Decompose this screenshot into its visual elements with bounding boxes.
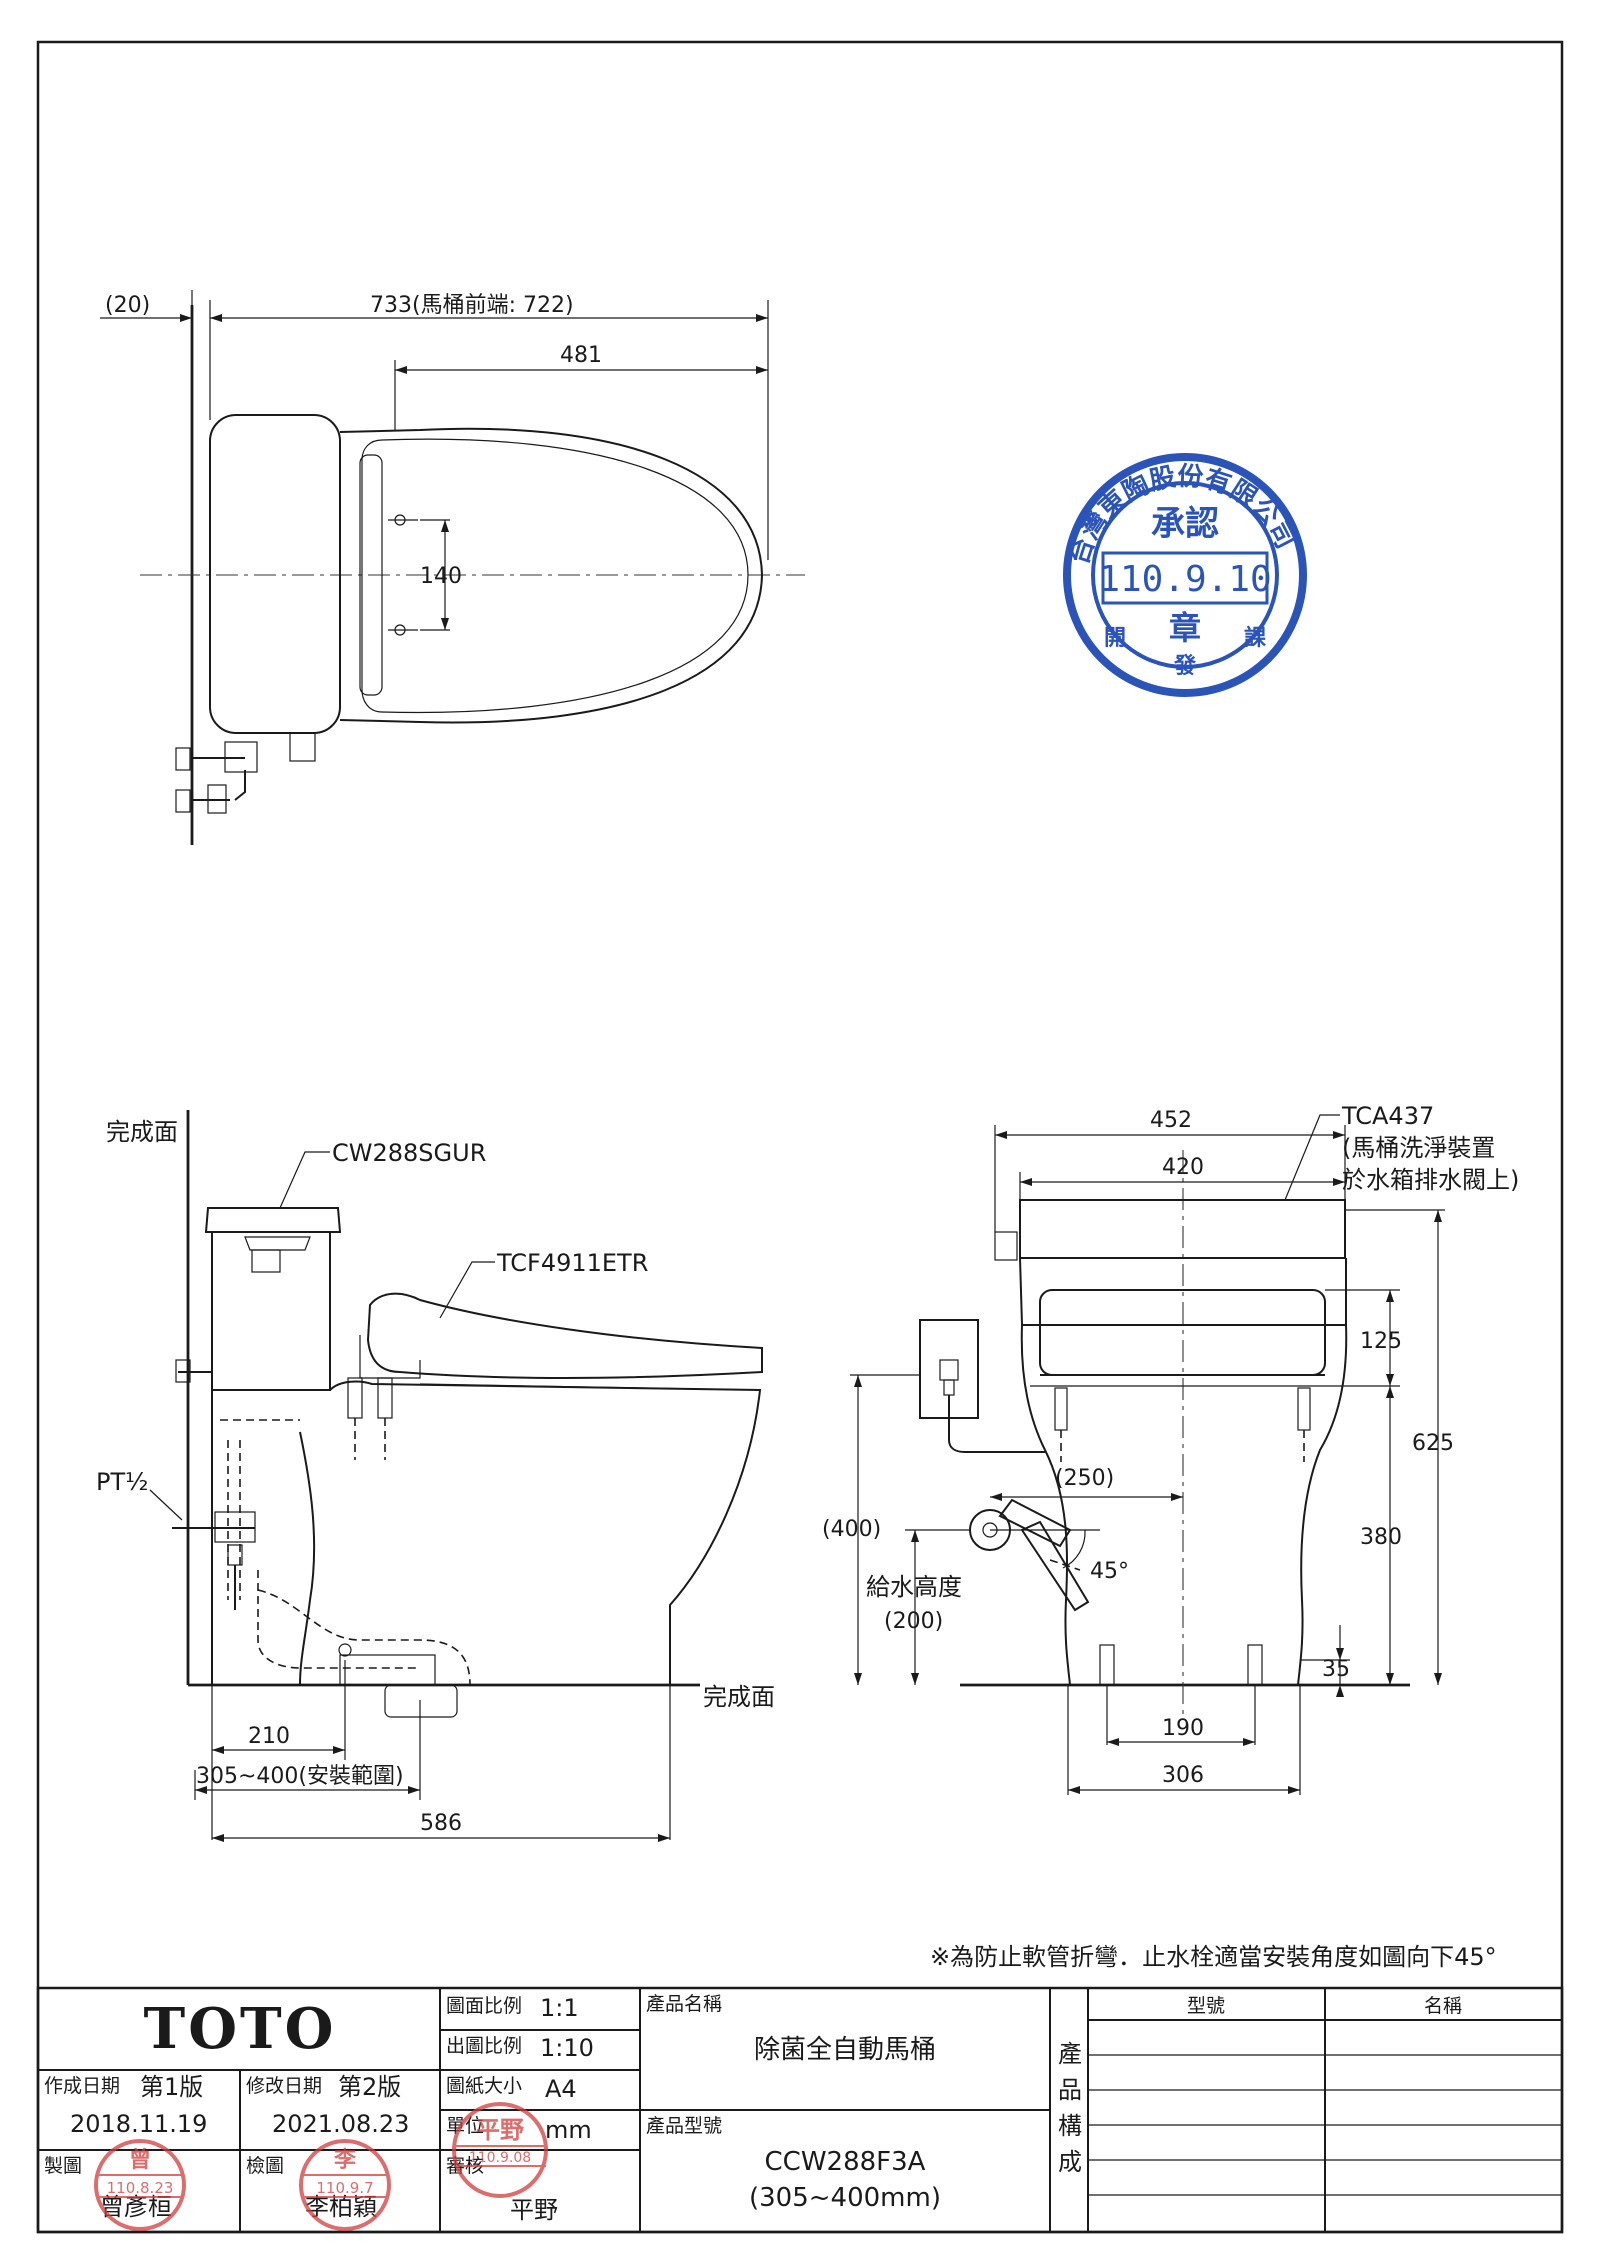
- seat-inner-top: [361, 438, 749, 714]
- svg-text:產: 產: [1058, 2040, 1082, 2068]
- svg-text:修改日期: 修改日期: [246, 2075, 322, 2097]
- svg-text:110.9.08: 110.9.08: [469, 2150, 531, 2166]
- installation-note: ※為防止軟管折彎．止水栓適當安裝角度如圖向下45°: [930, 1943, 1497, 1971]
- svg-text:檢圖: 檢圖: [246, 2155, 284, 2177]
- seat-outline-top: [339, 427, 764, 724]
- svg-text:製圖: 製圖: [44, 2155, 82, 2177]
- label-tank-model: CW288SGUR: [332, 1139, 486, 1167]
- svg-text:第2版: 第2版: [338, 2073, 401, 2101]
- dim-400: (400): [822, 1517, 881, 1542]
- svg-text:(305~400mm): (305~400mm): [749, 2183, 941, 2213]
- front-view: 45° TCA437 (馬桶洗淨裝置 於水箱排水閥上) 452 420 125 …: [822, 1102, 1519, 1795]
- svg-text:構: 構: [1058, 2112, 1082, 2140]
- svg-text:110.9.7: 110.9.7: [316, 2179, 373, 2197]
- dim-range: 305~400(安裝範圍): [196, 1764, 404, 1789]
- svg-text:第1版: 第1版: [140, 2073, 203, 2101]
- svg-text:產品型號: 產品型號: [646, 2115, 722, 2137]
- svg-text:2021.08.23: 2021.08.23: [272, 2110, 409, 2138]
- dim-420: 420: [1162, 1155, 1204, 1180]
- svg-text:圖面比例: 圖面比例: [446, 1995, 522, 2017]
- svg-text:作成日期: 作成日期: [44, 2075, 120, 2097]
- svg-text:110.8.23: 110.8.23: [107, 2179, 174, 2197]
- svg-text:2018.11.19: 2018.11.19: [70, 2110, 207, 2138]
- front-tank: [1019, 1199, 1346, 1259]
- svg-text:平野: 平野: [510, 2196, 558, 2224]
- svg-text:出圖比例: 出圖比例: [446, 2035, 522, 2057]
- svg-text:單位: 單位: [446, 2115, 484, 2137]
- dim-35: 35: [1322, 1657, 1350, 1682]
- svg-text:開: 開: [1104, 626, 1126, 651]
- svg-text:1:10: 1:10: [540, 2034, 594, 2062]
- side-bowl: [211, 1380, 762, 1685]
- red-stamp-check: 李 110.9.7: [299, 2139, 391, 2231]
- dim-190: 190: [1162, 1716, 1204, 1741]
- dim-586: 586: [420, 1811, 462, 1836]
- dim-140: 140: [420, 564, 462, 589]
- approval-stamp: 台灣東陶股份有限公司 承認 110.9.10 章 發 開 課: [1063, 453, 1307, 697]
- side-seat: [366, 1292, 763, 1379]
- dim-380: 380: [1360, 1525, 1402, 1550]
- svg-text:發: 發: [1173, 654, 1196, 679]
- svg-text:名稱: 名稱: [1424, 1995, 1462, 2017]
- svg-text:產品名稱: 產品名稱: [646, 1993, 722, 2015]
- dim-250: (250): [1055, 1466, 1114, 1491]
- side-tank: [204, 1207, 342, 1391]
- svg-text:CCW288F3A: CCW288F3A: [765, 2147, 926, 2177]
- dim-481: 481: [560, 343, 602, 368]
- label-tca: TCA437: [1341, 1102, 1434, 1130]
- svg-text:成: 成: [1058, 2148, 1082, 2176]
- svg-text:1:1: 1:1: [540, 1994, 579, 2022]
- svg-text:曾: 曾: [129, 2147, 151, 2173]
- dim-20: (20): [105, 293, 150, 318]
- label-floor-top: 完成面: [106, 1118, 178, 1146]
- stamp-approve: 承認: [1151, 504, 1219, 544]
- label-seat-model: TCF4911ETR: [496, 1249, 648, 1277]
- svg-text:李: 李: [333, 2148, 357, 2173]
- title-block: TOTO 作成日期 第1版 2018.11.19 修改日期 第2版 2021.0…: [36, 1986, 1564, 2234]
- dim-306: 306: [1162, 1763, 1204, 1788]
- stamp-date: 110.9.10: [1098, 559, 1271, 600]
- label-tca-note2: 於水箱排水閥上): [1342, 1166, 1519, 1194]
- dim-200: (200): [884, 1609, 943, 1634]
- red-stamp-drawn: 曾 110.8.23: [94, 2139, 186, 2231]
- toto-logo: TOTO: [144, 1996, 337, 2062]
- dim-733: 733(馬桶前端: 722): [370, 293, 574, 318]
- dim-125: 125: [1360, 1329, 1402, 1354]
- svg-text:除菌全自動馬桶: 除菌全自動馬桶: [754, 2035, 936, 2065]
- label-floor-bottom: 完成面: [703, 1683, 775, 1711]
- side-view: 完成面 完成面 CW288SGUR TCF4911ETR: [96, 1110, 775, 1842]
- svg-text:品: 品: [1058, 2076, 1082, 2104]
- dim-452: 452: [1150, 1108, 1192, 1133]
- svg-text:課: 課: [1244, 625, 1267, 651]
- red-stamp-review: 平野 110.9.08: [452, 2102, 548, 2198]
- dim-45: 45°: [1090, 1559, 1129, 1584]
- label-pt: PT½: [96, 1468, 148, 1496]
- label-tca-note1: (馬桶洗淨裝置: [1342, 1134, 1495, 1162]
- front-bowl: [1020, 1324, 1348, 1686]
- svg-text:平野: 平野: [476, 2116, 524, 2144]
- stamp-seal: 章: [1169, 609, 1201, 647]
- label-supply-height: 給水高度: [866, 1573, 962, 1601]
- tank-top: [209, 414, 341, 734]
- top-view: (20) 733(馬桶前端: 722) 481 140: [100, 290, 805, 845]
- svg-text:A4: A4: [545, 2075, 577, 2103]
- svg-text:mm: mm: [545, 2116, 592, 2144]
- dim-625: 625: [1412, 1431, 1454, 1456]
- dim-210: 210: [248, 1724, 290, 1749]
- svg-text:圖紙大小: 圖紙大小: [446, 2075, 522, 2097]
- svg-text:型號: 型號: [1187, 1995, 1225, 2017]
